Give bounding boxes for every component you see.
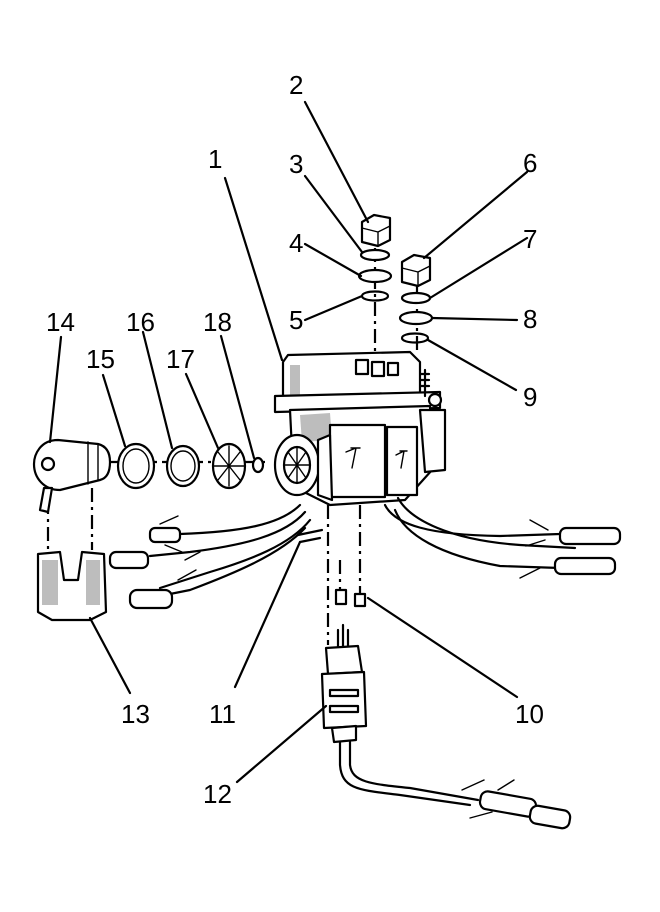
- part-6-nut: [400, 253, 432, 288]
- callout-6: 6: [523, 148, 537, 178]
- callout-9: 9: [523, 382, 537, 412]
- callout-18: 18: [203, 307, 232, 337]
- callout-labels: 1 2 3 4 5 6 7 8 9 10 11 12 13 14 15 16 1…: [46, 70, 544, 809]
- callout-7: 7: [523, 224, 537, 254]
- callout-17: 17: [166, 344, 195, 374]
- part-11-clip: [296, 528, 324, 544]
- callout-3: 3: [289, 149, 303, 179]
- callout-5: 5: [289, 305, 303, 335]
- callout-4: 4: [289, 228, 303, 258]
- part-9-clip: [400, 332, 430, 344]
- callout-10: 10: [515, 699, 544, 729]
- callout-2: 2: [289, 70, 303, 100]
- callout-8: 8: [523, 304, 537, 334]
- wire-harness-leads: [108, 496, 622, 610]
- part-17-filter: [211, 442, 247, 490]
- callout-15: 15: [86, 344, 115, 374]
- callout-12: 12: [203, 779, 232, 809]
- part-12-fuel-pump: [320, 623, 572, 830]
- part-2-nut: [360, 213, 392, 248]
- part-18-oring: [251, 456, 265, 474]
- part-7-washer: [400, 291, 432, 305]
- callout-1: 1: [208, 144, 222, 174]
- part-15-ring: [116, 442, 156, 490]
- callout-13: 13: [121, 699, 150, 729]
- part-4-washer: [357, 268, 393, 284]
- callout-11: 11: [209, 699, 236, 729]
- part-13-bracket: [36, 550, 108, 622]
- part-10-screws: [334, 588, 367, 608]
- leader-lines: [48, 100, 529, 784]
- fuel-sender-housing: [273, 350, 447, 507]
- callout-14: 14: [46, 307, 75, 337]
- part-8-washer: [398, 310, 434, 326]
- part-16-ring: [165, 444, 201, 488]
- part-5-clip: [360, 290, 390, 302]
- callout-16: 16: [126, 307, 155, 337]
- part-3-washer: [359, 248, 391, 262]
- part-14-regulator: [32, 438, 112, 514]
